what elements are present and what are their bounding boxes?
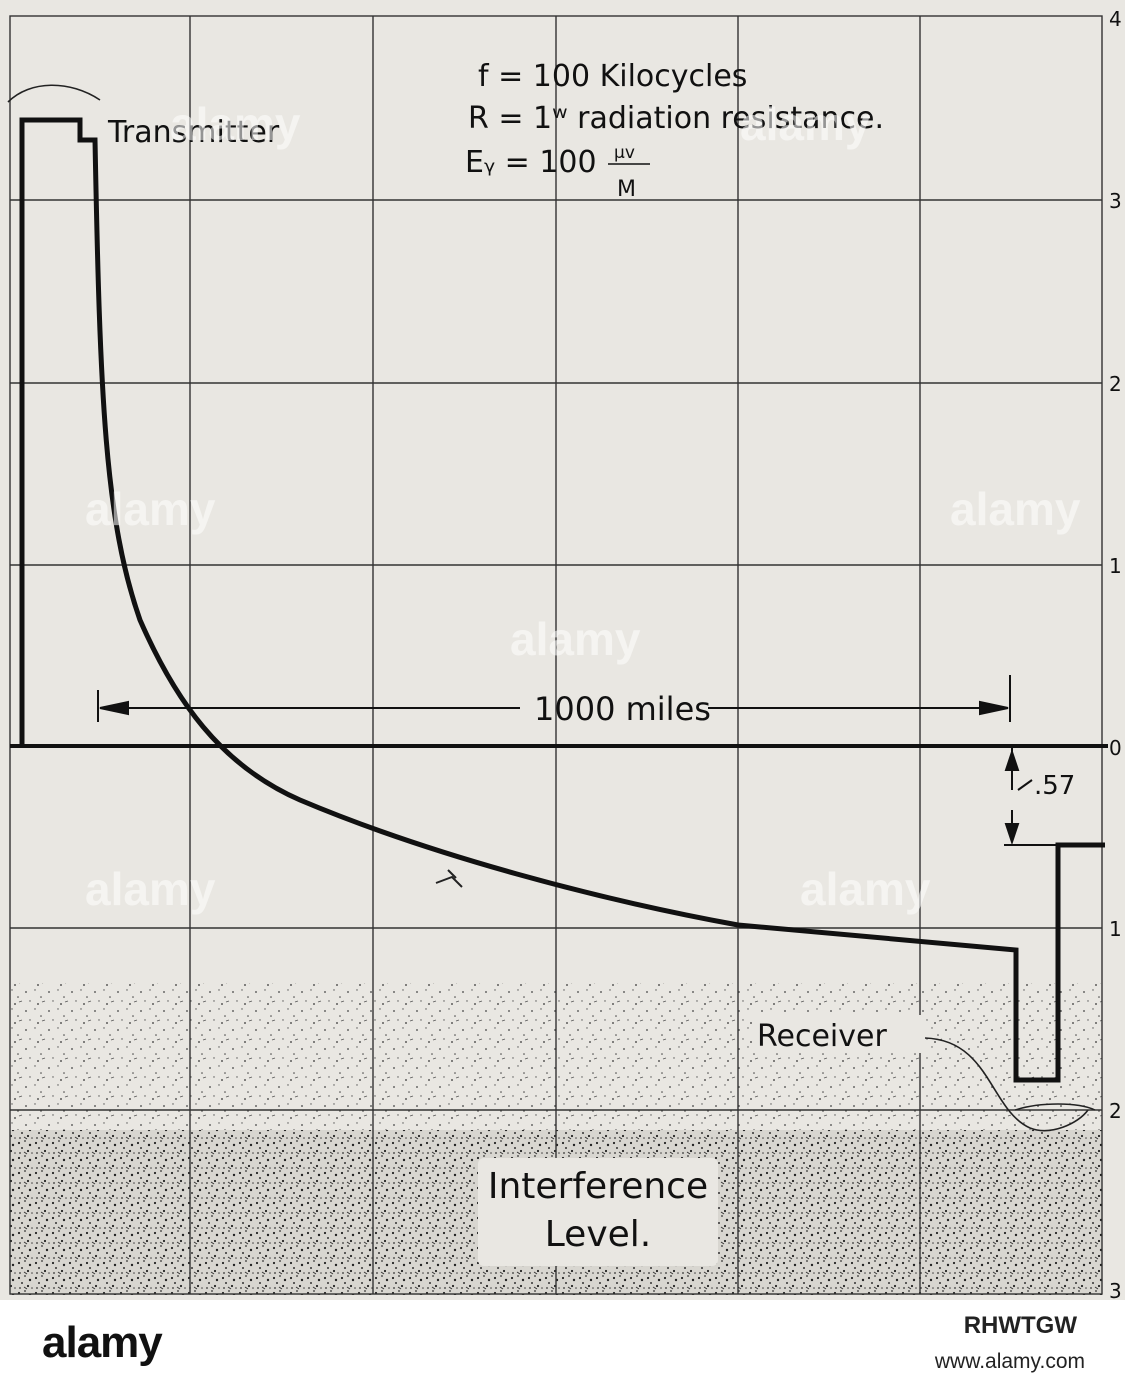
resistance-label: R = 1ʷ radiation resistance.	[468, 101, 884, 136]
curve-mark-icon	[435, 869, 463, 888]
right-scale: 4 3 2 1 0 1 2 3	[1109, 7, 1122, 1300]
interference-label-bg	[478, 1158, 718, 1266]
drop-dimension	[1004, 748, 1060, 846]
watermark: alamy	[510, 613, 641, 665]
image-id: RHWTGW	[963, 1312, 1077, 1339]
right-tick-label: 2	[1109, 372, 1122, 396]
right-tick-label: 3	[1109, 189, 1122, 213]
right-tick-label: 3	[1109, 1279, 1122, 1300]
site-url: www.alamy.com	[934, 1350, 1085, 1373]
receiver-leader-line	[924, 1037, 1089, 1132]
watermark: alamy	[170, 98, 301, 150]
watermark: alamy	[950, 483, 1081, 535]
signal-level-curve	[19, 117, 1105, 1083]
transmitter-label: Transmitter	[107, 115, 280, 150]
right-tick-label: 0	[1109, 736, 1122, 760]
distance-dimension	[97, 675, 1011, 722]
watermark: alamy	[85, 483, 216, 535]
distance-label: 1000 miles	[534, 690, 711, 728]
watermarks: alamy alamy alamy alamy alamy alamy alam…	[85, 98, 1081, 915]
drop-label: .57	[1034, 771, 1075, 801]
receiver-label-bg	[752, 1015, 924, 1053]
field-unit-denominator: M	[617, 177, 636, 202]
field-label: Eᵧ = 100	[465, 145, 597, 180]
signal-level-diagram: Transmitter f = 100 Kilocycles R = 1ʷ ra…	[7, 7, 1122, 1300]
grid	[9, 15, 1103, 1295]
interference-label-line2: Level.	[545, 1214, 651, 1255]
alamy-logo: alamy	[42, 1318, 163, 1367]
receiver-label: Receiver	[757, 1019, 887, 1054]
right-tick-label: 4	[1109, 7, 1122, 31]
frequency-label: f = 100 Kilocycles	[478, 59, 747, 94]
watermark: alamy	[740, 98, 871, 150]
right-tick-label: 2	[1109, 1099, 1122, 1123]
receiver-antenna-loop-icon	[1014, 1103, 1096, 1111]
field-unit-numerator: μv	[614, 143, 635, 163]
watermark: alamy	[85, 863, 216, 915]
watermark: alamy	[800, 863, 931, 915]
interference-label-line1: Interference	[488, 1166, 708, 1207]
transmitter-leader-line	[7, 84, 101, 103]
stock-footer: alamy RHWTGW www.alamy.com	[0, 1300, 1125, 1390]
right-tick-label: 1	[1109, 917, 1122, 941]
right-tick-label: 1	[1109, 554, 1122, 578]
